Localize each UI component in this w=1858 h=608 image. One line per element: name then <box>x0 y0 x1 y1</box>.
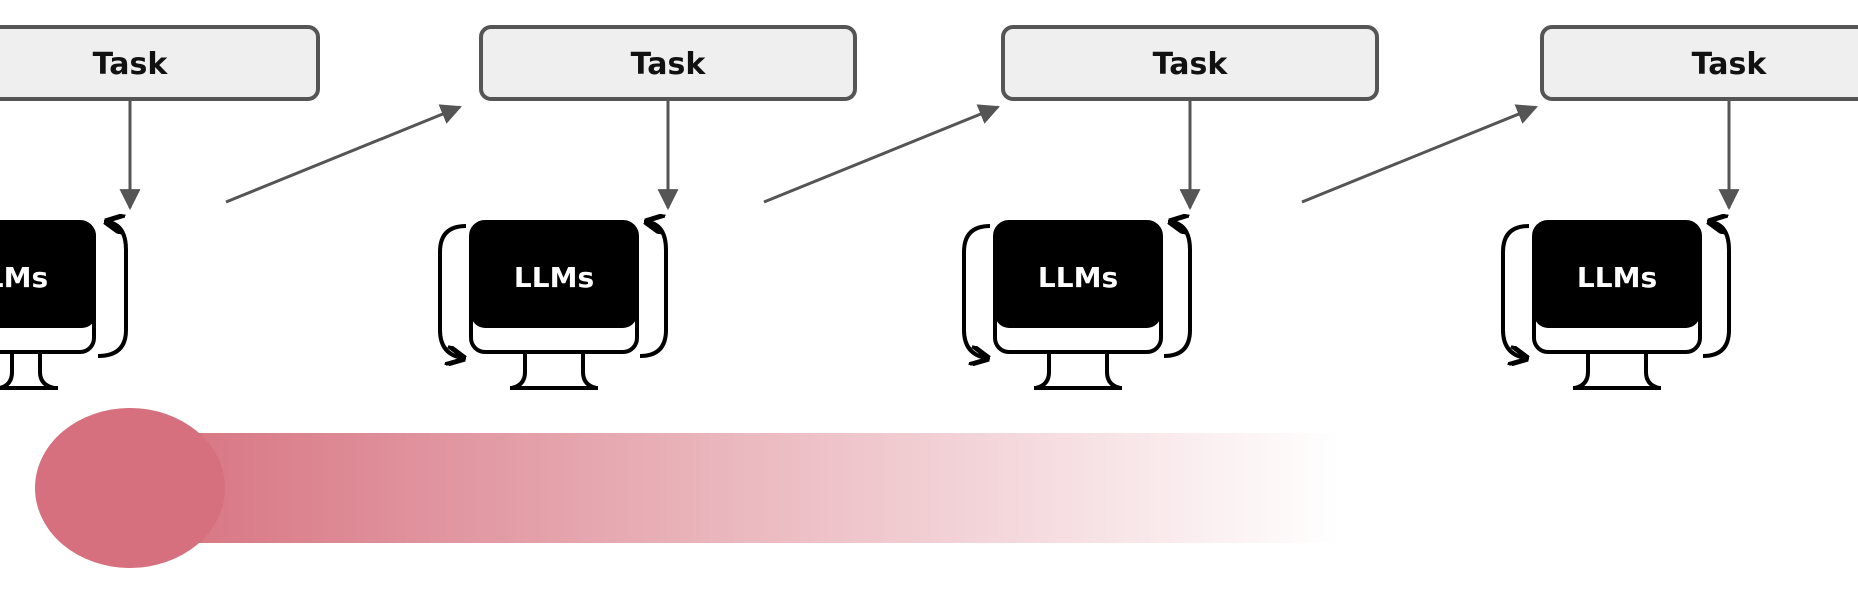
stage-4: Task LLMs <box>1501 25 1858 390</box>
stage-transition-arrow <box>1301 104 1538 204</box>
task-label: Task <box>631 47 707 82</box>
cycle-arrows-icon <box>1163 222 1192 358</box>
stage-1: Task LLMs <box>0 25 320 390</box>
stage-3: Task LLMs <box>962 25 1379 390</box>
model-label: LLMs <box>1038 261 1118 294</box>
computer-monitor-icon <box>993 220 1163 390</box>
model-label: LLMs <box>1577 261 1657 294</box>
cycle-arrows-icon <box>639 222 668 358</box>
progress-trail-head <box>35 408 225 568</box>
progress-trail <box>35 408 1340 568</box>
model-label: LLMs <box>514 261 594 294</box>
computer-monitor-icon <box>0 220 96 390</box>
cycle-arrows-icon <box>1501 224 1529 358</box>
task-label: Task <box>93 47 169 82</box>
cycle-arrows-icon <box>97 222 128 358</box>
stage-transition-arrow <box>763 104 1000 204</box>
progress-trail-bar <box>130 433 1340 543</box>
stage-transition-arrow <box>225 104 462 204</box>
task-label: Task <box>1692 47 1768 82</box>
task-label: Task <box>1153 47 1229 82</box>
model-label: LLMs <box>0 261 48 294</box>
computer-monitor-icon <box>1532 220 1702 390</box>
computer-monitor-icon <box>469 220 639 390</box>
stage-2: Task LLMs <box>438 25 857 390</box>
cycle-arrows-icon <box>962 224 990 358</box>
cycle-arrows-icon <box>438 224 466 358</box>
cycle-arrows-icon <box>1702 222 1731 358</box>
